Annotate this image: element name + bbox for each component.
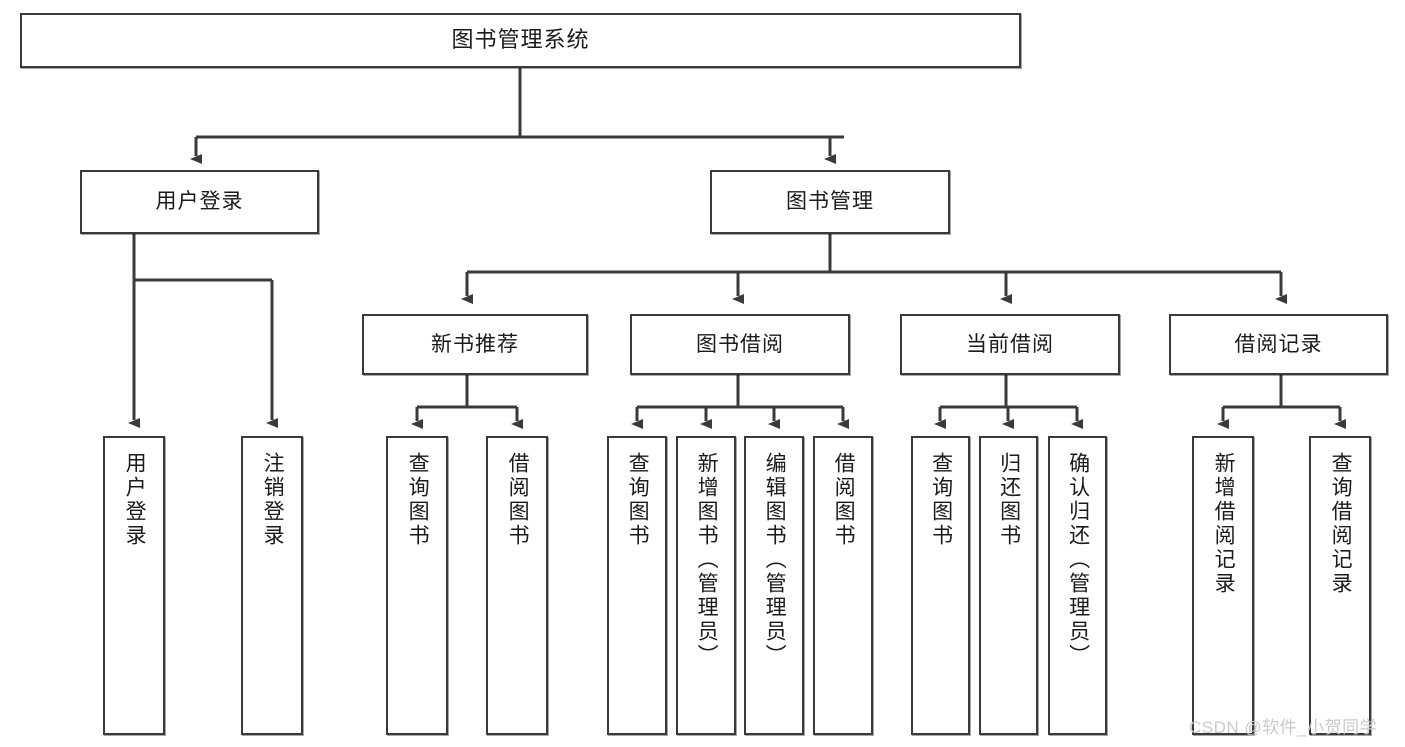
node-label: 新增图书（管理员） xyxy=(695,452,719,668)
node-label: 查询借阅记录 xyxy=(1329,452,1353,596)
node-user-login[interactable]: 用户登录 xyxy=(80,170,319,234)
leaf-current-query-book[interactable]: 查询图书 xyxy=(911,436,970,735)
node-label: 借阅图书 xyxy=(832,452,856,548)
node-borrow-record[interactable]: 借阅记录 xyxy=(1169,314,1388,375)
watermark-text: CSDN @软件_小贺同学 xyxy=(1189,718,1378,737)
node-book-borrow[interactable]: 图书借阅 xyxy=(630,314,850,375)
node-label: 查询图书 xyxy=(929,452,953,548)
leaf-borrow-borrow-book[interactable]: 借阅图书 xyxy=(813,436,873,735)
node-book-management[interactable]: 图书管理 xyxy=(710,170,950,234)
node-label: 确认归还（管理员） xyxy=(1066,452,1090,668)
leaf-borrow-edit-book-admin[interactable]: 编辑图书（管理员） xyxy=(744,436,804,735)
leaf-borrow-query-book[interactable]: 查询图书 xyxy=(607,436,667,735)
leaf-user-login-signout[interactable]: 注销登录 xyxy=(241,436,303,735)
node-label: 当前借阅 xyxy=(966,332,1054,356)
node-current-borrow[interactable]: 当前借阅 xyxy=(900,314,1120,375)
node-label: 图书借阅 xyxy=(696,332,784,356)
node-label: 借阅图书 xyxy=(506,452,530,548)
leaf-record-query-record[interactable]: 查询借阅记录 xyxy=(1309,436,1371,735)
node-root-system[interactable]: 图书管理系统 xyxy=(20,13,1021,68)
node-label: 用户登录 xyxy=(123,452,147,548)
leaf-current-confirm-return-admin[interactable]: 确认归还（管理员） xyxy=(1048,436,1107,735)
node-new-book-recommend[interactable]: 新书推荐 xyxy=(362,314,588,375)
node-label: 查询图书 xyxy=(406,452,430,548)
node-label: 编辑图书（管理员） xyxy=(763,452,787,668)
leaf-new-book-query[interactable]: 查询图书 xyxy=(386,436,448,735)
leaf-record-add-record[interactable]: 新增借阅记录 xyxy=(1192,436,1254,735)
node-label: 用户登录 xyxy=(155,190,244,214)
node-label: 新书推荐 xyxy=(431,332,519,356)
leaf-new-book-borrow[interactable]: 借阅图书 xyxy=(486,436,548,735)
node-label: 新增借阅记录 xyxy=(1212,452,1236,596)
node-label: 注销登录 xyxy=(261,452,285,548)
node-label: 借阅记录 xyxy=(1234,332,1323,356)
leaf-current-return-book[interactable]: 归还图书 xyxy=(979,436,1038,735)
leaf-user-login-signin[interactable]: 用户登录 xyxy=(103,436,165,735)
node-label: 归还图书 xyxy=(997,452,1021,548)
node-label: 查询图书 xyxy=(626,452,650,548)
leaf-borrow-add-book-admin[interactable]: 新增图书（管理员） xyxy=(676,436,736,735)
node-label: 图书管理系统 xyxy=(451,27,590,53)
node-label: 图书管理 xyxy=(786,190,874,214)
